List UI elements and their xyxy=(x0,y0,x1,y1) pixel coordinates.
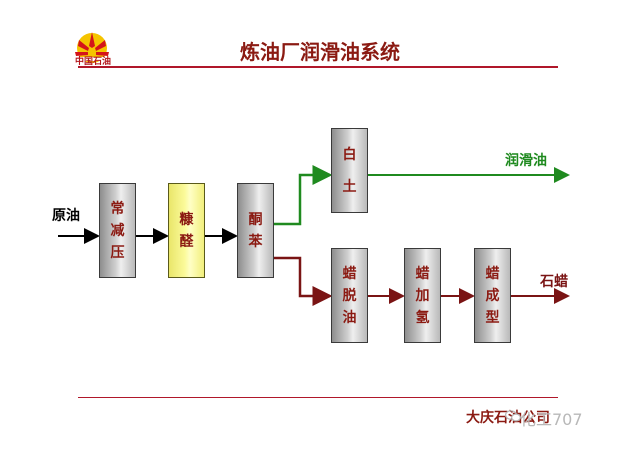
output-label-paraffin: 石蜡 xyxy=(540,274,568,290)
box-char: 油 xyxy=(342,309,357,326)
arrow-ketone-to-wax-deoiling xyxy=(274,256,333,306)
box-wax-deoiling: 蜡 脱 油 xyxy=(331,248,368,343)
box-char: 蜡 xyxy=(415,265,430,282)
box-atmospheric-vacuum: 常 减 压 xyxy=(99,183,136,278)
box-char: 氢 xyxy=(415,309,430,326)
box-furfural: 糠 醛 xyxy=(168,183,205,278)
footer-divider xyxy=(78,397,558,398)
petrochina-logo-icon xyxy=(73,32,111,63)
watermark-text: 化工707 xyxy=(520,410,583,429)
box-char: 土 xyxy=(342,178,357,195)
box-char: 酮 xyxy=(248,211,263,228)
box-char: 成 xyxy=(485,287,500,304)
box-char: 醛 xyxy=(179,233,194,250)
box-ketone-benzene: 酮 苯 xyxy=(237,183,274,278)
box-char: 常 xyxy=(110,200,125,217)
box-char: 加 xyxy=(415,287,430,304)
box-char: 蜡 xyxy=(342,265,357,282)
box-char: 压 xyxy=(110,244,125,261)
box-char: 型 xyxy=(485,309,500,326)
box-char: 减 xyxy=(110,222,125,239)
box-char: 脱 xyxy=(342,287,357,304)
arrow-ketone-to-clay xyxy=(274,165,333,226)
title-divider xyxy=(78,66,558,68)
box-char: 白 xyxy=(342,146,357,163)
box-char: 糠 xyxy=(179,211,194,228)
input-label-crude: 原油 xyxy=(52,208,80,224)
box-clay: 白 土 xyxy=(331,128,368,213)
page-title: 炼油厂润滑油系统 xyxy=(240,40,400,64)
logo-text: 中国石油 xyxy=(74,57,111,67)
box-wax-molding: 蜡 成 型 xyxy=(474,248,511,343)
output-label-lube-oil: 润滑油 xyxy=(505,153,547,169)
wechat-icon xyxy=(505,410,521,422)
box-char: 蜡 xyxy=(485,265,500,282)
box-char: 苯 xyxy=(248,233,263,250)
box-wax-hydrogenation: 蜡 加 氢 xyxy=(404,248,441,343)
